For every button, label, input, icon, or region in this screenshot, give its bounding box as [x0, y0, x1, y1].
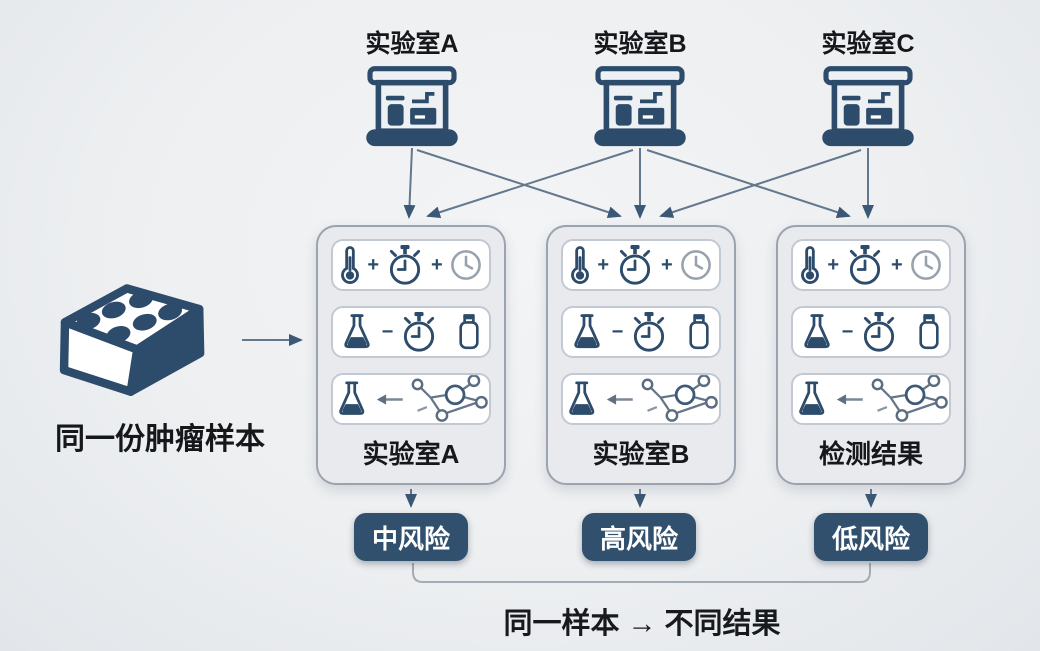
minus-operator: −: [841, 321, 854, 343]
stopwatch-icon: [629, 310, 669, 354]
left-arrow-icon: [375, 390, 405, 409]
analysis-row: [791, 373, 951, 425]
result-bracket: [412, 563, 871, 583]
lab-bench-icon: [819, 64, 917, 148]
plus-operator: +: [827, 254, 839, 276]
sample-label: 同一份肿瘤样本: [55, 423, 265, 456]
conclusion-text: 同一样本 → 不同结果: [503, 608, 781, 640]
molecule-network-icon: [870, 375, 949, 424]
stopwatch-icon: [845, 243, 885, 287]
reagents-row: −: [561, 306, 721, 358]
flask-icon: [793, 378, 830, 420]
conditions-row: + +: [561, 239, 721, 291]
clock-icon: [909, 248, 943, 282]
clock-icon: [679, 248, 713, 282]
stopwatch-icon: [399, 310, 439, 354]
plus-operator: +: [367, 254, 379, 276]
stopwatch-icon: [385, 243, 425, 287]
molecule-network-icon: [410, 375, 489, 424]
flask-icon: [333, 378, 370, 420]
flask-icon: [563, 378, 600, 420]
process-panel-a: + + − 实验室A: [316, 225, 506, 485]
panel-a-label: 实验室A: [362, 439, 460, 469]
plus-operator: +: [597, 254, 609, 276]
risk-badge-low: 低风险: [814, 513, 928, 561]
process-panel-c: + + − 检测结果: [776, 225, 966, 485]
flask-icon: [338, 311, 376, 353]
panel-b-label: 实验室B: [592, 439, 690, 469]
vial-icon: [684, 311, 714, 353]
thermometer-icon: [339, 245, 361, 285]
clock-icon: [449, 248, 483, 282]
panel-c-label: 检测结果: [818, 439, 923, 469]
flask-icon: [568, 311, 606, 353]
conditions-row: + +: [331, 239, 491, 291]
risk-badge-medium: 中风险: [354, 513, 468, 561]
lab-bench-icon: [363, 64, 461, 148]
stopwatch-icon: [615, 243, 655, 287]
minus-operator: −: [381, 321, 394, 343]
vial-icon: [914, 311, 944, 353]
lab-b-title: 实验室B: [593, 30, 687, 58]
plus-operator: +: [891, 254, 903, 276]
lab-a-title: 实验室A: [365, 30, 459, 58]
reagents-row: −: [791, 306, 951, 358]
flask-icon: [798, 311, 836, 353]
tissue-sample-block-icon: [50, 280, 232, 402]
thermometer-icon: [799, 245, 821, 285]
thermometer-icon: [569, 245, 591, 285]
left-arrow-icon: [835, 390, 865, 409]
left-arrow-icon: [605, 390, 635, 409]
reagents-row: −: [331, 306, 491, 358]
stopwatch-icon: [859, 310, 899, 354]
lab-c-title: 实验室C: [821, 30, 915, 58]
conditions-row: + +: [791, 239, 951, 291]
plus-operator: +: [431, 254, 443, 276]
analysis-row: [561, 373, 721, 425]
process-panel-b: + + − 实验室B: [546, 225, 736, 485]
lab-bench-icon: [591, 64, 689, 148]
minus-operator: −: [611, 321, 624, 343]
risk-badge-high: 高风险: [582, 513, 696, 561]
analysis-row: [331, 373, 491, 425]
vial-icon: [454, 311, 484, 353]
plus-operator: +: [661, 254, 673, 276]
molecule-network-icon: [640, 375, 719, 424]
